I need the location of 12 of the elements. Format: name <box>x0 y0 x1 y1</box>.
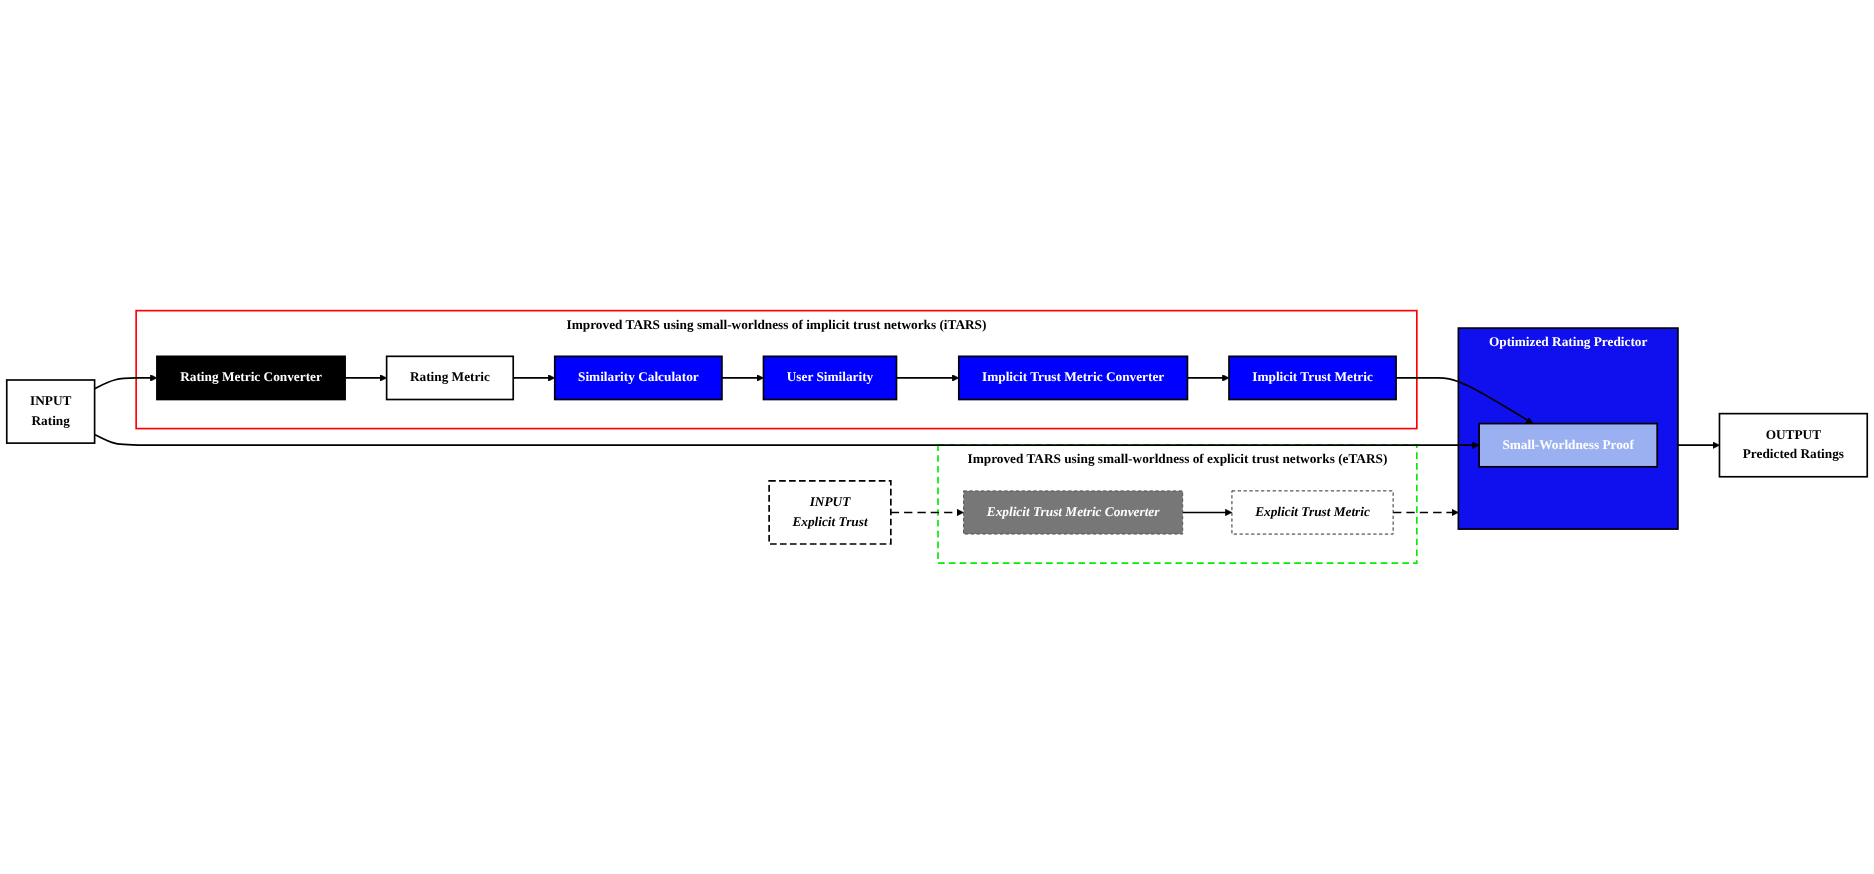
arrow <box>512 374 556 382</box>
arrow <box>93 374 158 390</box>
arrow <box>1181 508 1233 517</box>
arrow <box>721 374 764 382</box>
arrow <box>93 433 1480 449</box>
arrow <box>890 508 964 517</box>
arrow <box>1677 441 1720 449</box>
arrow <box>1186 374 1230 382</box>
arrow <box>1392 508 1459 517</box>
arrow <box>895 374 960 382</box>
arrow <box>1395 377 1534 425</box>
arrow <box>344 374 387 382</box>
